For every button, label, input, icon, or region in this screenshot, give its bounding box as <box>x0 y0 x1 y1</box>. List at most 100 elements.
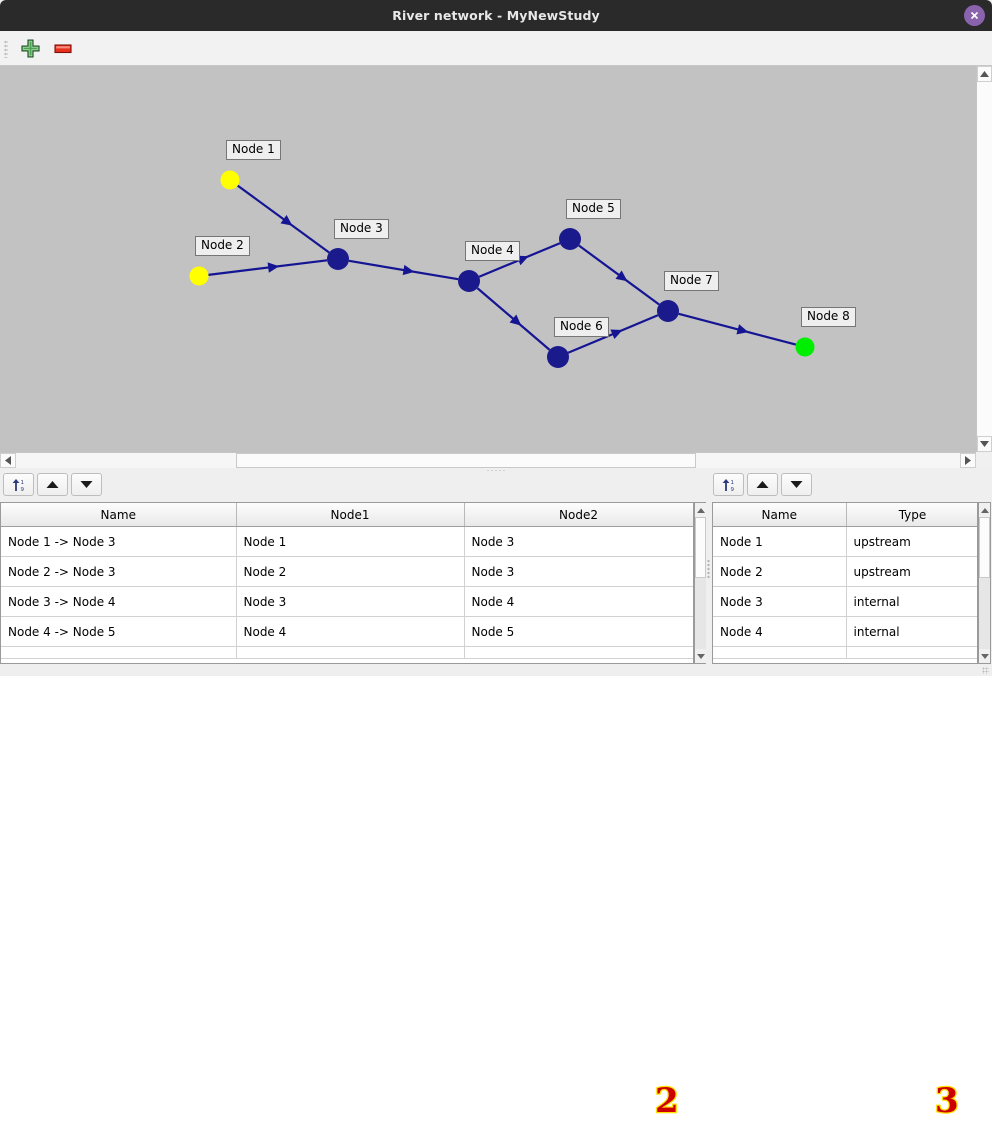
table-cell[interactable] <box>464 646 693 659</box>
table-cell[interactable]: Node 3 -> Node 4 <box>1 586 237 617</box>
graph-node[interactable] <box>189 266 209 286</box>
graph-node[interactable] <box>220 170 240 190</box>
table-cell[interactable] <box>846 646 977 659</box>
table-cell[interactable]: Node 1 <box>236 526 465 557</box>
table-cell[interactable]: Node 2 <box>713 556 847 587</box>
links-move-down-button[interactable] <box>71 473 102 496</box>
scroll-up-arrow[interactable] <box>695 503 706 517</box>
nodes-move-down-button[interactable] <box>781 473 812 496</box>
vertical-scroll-track[interactable] <box>979 578 990 649</box>
scroll-down-arrow[interactable] <box>979 649 990 663</box>
table-cell[interactable]: Node 5 <box>464 616 693 647</box>
column-header[interactable]: Name <box>713 503 847 527</box>
table-cell[interactable]: Node 4 <box>464 586 693 617</box>
table-cell[interactable]: Node 4 <box>236 616 465 647</box>
nodes-sort-button[interactable]: 1 9 <box>713 473 744 496</box>
table-row[interactable] <box>713 646 977 659</box>
graph-node[interactable] <box>657 300 679 322</box>
graph-node[interactable] <box>327 248 349 270</box>
graph-node-label[interactable]: Node 8 <box>801 307 856 327</box>
graph-node-label[interactable]: Node 4 <box>465 241 520 261</box>
table-cell[interactable]: upstream <box>846 526 977 557</box>
scroll-down-arrow[interactable] <box>977 436 992 452</box>
annotation-marker-2: 2 <box>654 1080 680 1121</box>
column-header[interactable]: Type <box>846 503 977 527</box>
add-node-button[interactable] <box>19 38 41 59</box>
table-cell[interactable]: Node 4 -> Node 5 <box>1 616 237 647</box>
table-row[interactable] <box>1 646 693 659</box>
graph-edges-and-nodes <box>189 170 815 368</box>
links-move-up-button[interactable] <box>37 473 68 496</box>
column-header[interactable]: Node1 <box>236 503 465 527</box>
scroll-down-arrow[interactable] <box>695 649 706 663</box>
table-cell[interactable]: internal <box>846 616 977 647</box>
graph-node-label[interactable]: Node 6 <box>554 317 609 337</box>
scroll-up-arrow[interactable] <box>977 66 992 82</box>
table-cell[interactable]: internal <box>846 586 977 617</box>
table-cell[interactable]: upstream <box>846 556 977 587</box>
close-button[interactable] <box>964 5 985 26</box>
scroll-left-arrow[interactable] <box>0 453 16 468</box>
graph-node[interactable] <box>559 228 581 250</box>
graph-node-label[interactable]: Node 5 <box>566 199 621 219</box>
close-icon <box>970 11 979 20</box>
vertical-scroll-track[interactable] <box>695 578 706 649</box>
graph-edge <box>678 312 797 346</box>
vertical-splitter[interactable] <box>706 471 712 664</box>
table-cell[interactable] <box>236 646 465 659</box>
graph-node[interactable] <box>547 346 569 368</box>
graph-horizontal-scrollbar[interactable] <box>0 452 976 468</box>
graph-panel: Node 1 Node 2 Node 3 Node 4 Node 5 Node 6 Node… <box>0 66 992 512</box>
scroll-right-arrow[interactable] <box>960 453 976 468</box>
table-cell[interactable] <box>713 646 847 659</box>
vertical-scroll-thumb[interactable] <box>979 517 990 578</box>
graph-node[interactable] <box>795 337 815 357</box>
links-sort-button[interactable]: 1 9 <box>3 473 34 496</box>
river-network-graph[interactable]: Node 1 Node 2 Node 3 Node 4 Node 5 Node 6 Node… <box>0 66 976 452</box>
table-cell[interactable]: Node 3 <box>464 526 693 557</box>
table-cell[interactable] <box>1 646 237 659</box>
scroll-up-arrow[interactable] <box>979 503 990 517</box>
links-table-vertical-scrollbar[interactable] <box>694 502 707 664</box>
table-cell[interactable]: Node 1 -> Node 3 <box>1 526 237 557</box>
window-resize-grip[interactable] <box>982 667 989 674</box>
remove-node-button[interactable] <box>52 38 74 59</box>
graph-node-label[interactable]: Node 2 <box>195 236 250 256</box>
title-bar: River network - MyNewStudy <box>0 0 992 31</box>
vertical-scroll-thumb[interactable] <box>695 517 706 578</box>
table-cell[interactable]: Node 4 <box>713 616 847 647</box>
table-cell[interactable]: Node 2 <box>236 556 465 587</box>
table-cell[interactable]: Node 1 <box>713 526 847 557</box>
graph-node-label[interactable]: Node 7 <box>664 271 719 291</box>
table-cell[interactable]: Node 3 <box>713 586 847 617</box>
horizontal-scroll-thumb[interactable] <box>236 453 696 468</box>
nodes-move-up-button[interactable] <box>747 473 778 496</box>
table-cell[interactable]: Node 3 <box>464 556 693 587</box>
graph-node-label[interactable]: Node 3 <box>334 219 389 239</box>
graph-node-label[interactable]: Node 1 <box>226 140 281 160</box>
column-header[interactable]: Name <box>1 503 237 527</box>
table-cell[interactable]: Node 3 <box>236 586 465 617</box>
graph-vertical-scrollbar[interactable] <box>976 66 992 452</box>
column-header[interactable]: Node2 <box>464 503 693 527</box>
graph-node[interactable] <box>458 270 480 292</box>
nodes-table-vertical-scrollbar[interactable] <box>978 502 991 664</box>
table-cell[interactable]: Node 2 -> Node 3 <box>1 556 237 587</box>
nodes-table-toolbar: 1 9 <box>713 473 933 497</box>
toolbar <box>0 31 992 66</box>
toolbar-drag-handle[interactable] <box>4 40 8 58</box>
